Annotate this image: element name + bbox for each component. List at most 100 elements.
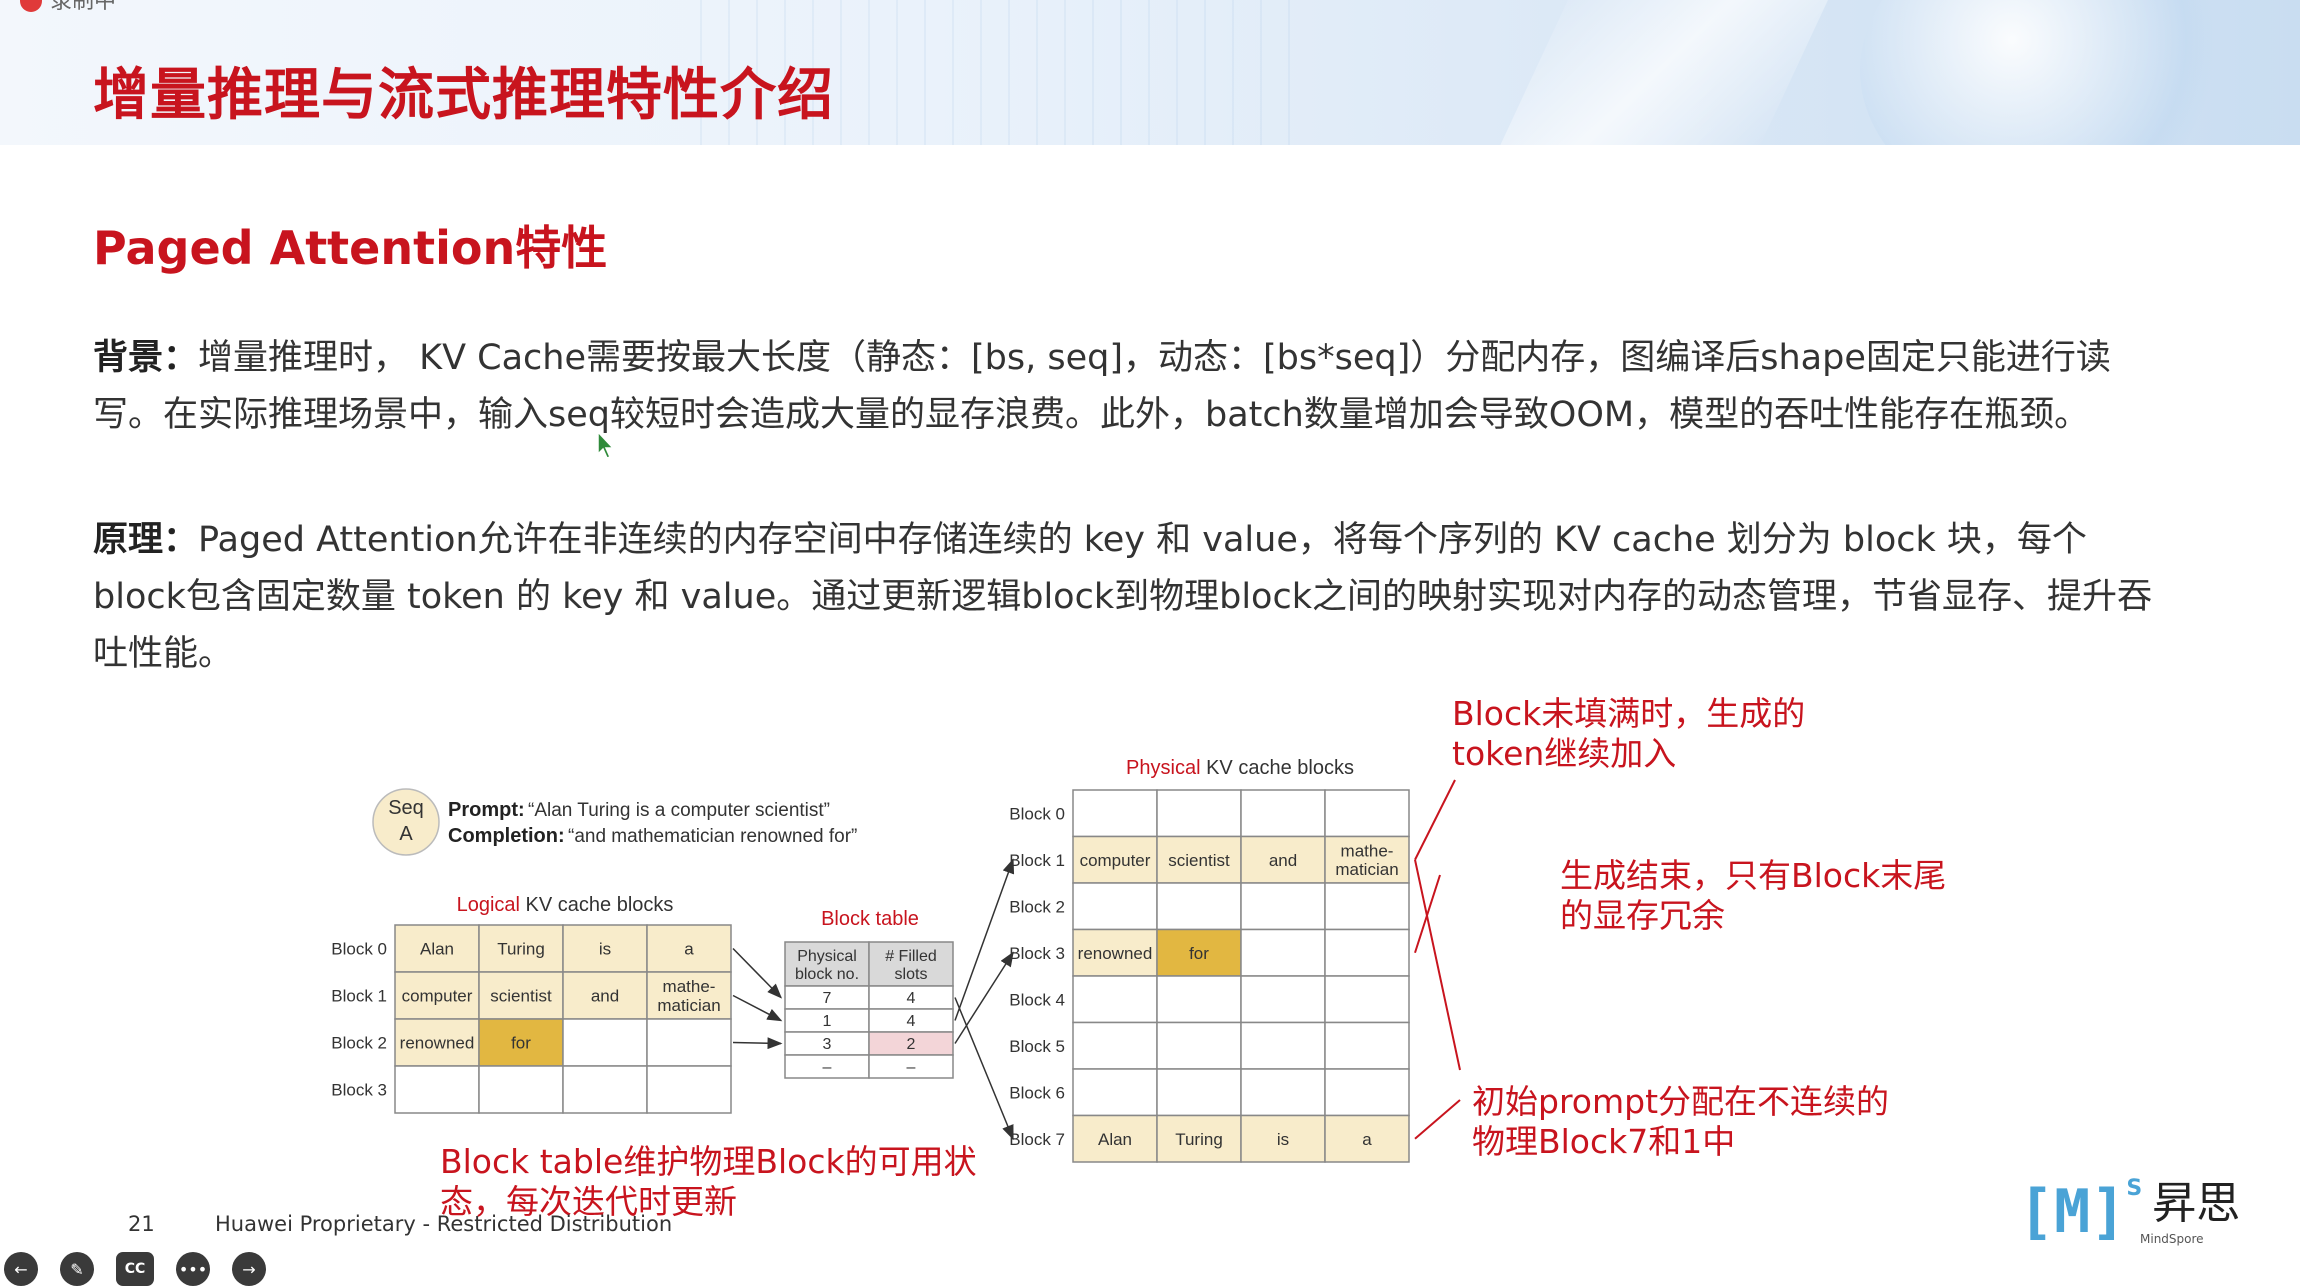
physical-cell	[1072, 928, 1158, 977]
physical-cell	[1072, 882, 1158, 931]
physical-cell	[1240, 1068, 1326, 1117]
pen-icon[interactable]: ✎	[60, 1252, 94, 1286]
physical-block-label: Block 4	[1009, 990, 1065, 1009]
logical-block-label: Block 0	[331, 940, 387, 959]
physical-cell	[1072, 975, 1158, 1024]
logical-cell	[646, 1018, 732, 1067]
record-icon	[20, 0, 42, 12]
physical-block-label: Block 0	[1009, 804, 1065, 823]
logical-cell-text: Alan	[420, 940, 454, 959]
logical-block-label: Block 3	[331, 1081, 387, 1100]
physical-cell	[1156, 789, 1242, 838]
physical-cell	[1072, 1068, 1158, 1117]
physical-cell	[1324, 882, 1410, 931]
forward-icon[interactable]: →	[232, 1252, 266, 1286]
prompt-text: “Alan Turing is a computer scientist”	[528, 800, 830, 821]
physical-cell-text: for	[1189, 944, 1209, 963]
note-line: Block table维护物理Block的可用状	[440, 1142, 977, 1181]
physical-block-label: Block 6	[1009, 1083, 1065, 1102]
logical-cell	[646, 1065, 732, 1114]
physical-cell	[1324, 928, 1410, 977]
logical-cell	[478, 1065, 564, 1114]
note-line: 态，每次迭代时更新	[440, 1182, 737, 1221]
physical-block-label: Block 1	[1009, 851, 1065, 870]
physical-cell-text: renowned	[1078, 944, 1153, 963]
block-table-cell-text: –	[823, 1059, 832, 1076]
logical-cell	[562, 924, 648, 973]
captions-icon[interactable]: CC	[116, 1252, 154, 1286]
physical-cell-text: and	[1269, 851, 1297, 870]
logical-cell	[562, 1065, 648, 1114]
physical-cell-text: Alan	[1098, 1130, 1132, 1149]
physical-cell	[1240, 1021, 1326, 1070]
physical-cell	[1324, 975, 1410, 1024]
physical-block-label: Block 2	[1009, 897, 1065, 916]
seq-label: A	[399, 823, 413, 845]
physical-cell	[1156, 928, 1242, 977]
logical-cell	[562, 971, 648, 1020]
physical-cell-text: mathe-matician	[1335, 841, 1398, 879]
block-table-cell-text: 2	[907, 1036, 916, 1053]
more-icon[interactable]: •••	[176, 1252, 210, 1286]
mapping-arrow	[954, 858, 1015, 1021]
physical-cell	[1240, 835, 1326, 884]
mapping-arrow	[732, 1037, 783, 1050]
physical-cell	[1072, 789, 1158, 838]
physical-cell	[1240, 928, 1326, 977]
presentation-toolbar: ← ✎ CC ••• →	[0, 1252, 266, 1286]
physical-cell	[1324, 835, 1410, 884]
logical-cell-text: scientist	[490, 987, 552, 1006]
block-table-header-cell	[868, 941, 954, 987]
mapping-arrow	[954, 997, 1014, 1141]
mindspore-logo: [M] S 昇思 MindSpore	[2018, 1176, 2241, 1246]
mapping-arrow	[732, 947, 783, 999]
physical-cell	[1240, 882, 1326, 931]
mapping-arrow	[954, 951, 1014, 1044]
physical-cell	[1240, 789, 1326, 838]
seq-label: Seq	[388, 797, 424, 819]
note-line: 物理Block7和1中	[1472, 1122, 1736, 1161]
physical-cell-text: computer	[1080, 851, 1151, 870]
background-paragraph: 背景：增量推理时， KV Cache需要按最大长度（静态：[bs, seq]，动…	[93, 330, 2153, 444]
mouse-cursor-icon	[597, 430, 615, 459]
header-decoration	[700, 0, 1300, 145]
header-decoration	[1860, 0, 2240, 145]
logical-cell-text: Turing	[497, 940, 545, 959]
recording-indicator: 录制中	[0, 0, 116, 14]
note-generation-end: 生成结束，只有Block末尾 的显存冗余	[1560, 856, 1946, 936]
note-block-table: Block table维护物理Block的可用状 态，每次迭代时更新	[440, 1142, 977, 1222]
header-band	[0, 0, 2300, 145]
physical-block-label: Block 7	[1009, 1130, 1065, 1149]
principle-text: Paged Attention允许在非连续的内存空间中存储连续的 key 和 v…	[93, 520, 2152, 674]
page-number: 21	[128, 1212, 155, 1236]
principle-label: 原理：	[93, 520, 199, 560]
block-table-cell-text: 7	[823, 990, 832, 1007]
physical-cell	[1324, 1114, 1410, 1163]
recording-label: 录制中	[50, 0, 117, 14]
note-line: token继续加入	[1452, 734, 1677, 773]
note-unfilled-block: Block未填满时，生成的 token继续加入	[1452, 694, 1805, 774]
completion-label: Completion:	[448, 825, 565, 847]
physical-cell	[1072, 1021, 1158, 1070]
block-table-cell-text: –	[907, 1059, 916, 1076]
logical-cell-text: mathe-matician	[657, 977, 720, 1015]
section-title: Paged Attention特性	[93, 221, 608, 275]
back-icon[interactable]: ←	[4, 1252, 38, 1286]
physical-cell	[1156, 975, 1242, 1024]
physical-cell	[1240, 975, 1326, 1024]
physical-cell-text: Turing	[1175, 1130, 1223, 1149]
logical-cell	[394, 1065, 480, 1114]
logical-cell	[646, 971, 732, 1020]
physical-cell-text: is	[1277, 1130, 1289, 1149]
seq-circle	[372, 788, 440, 856]
logo-cn: 昇思	[2152, 1178, 2241, 1229]
logical-cell	[394, 1018, 480, 1067]
background-label: 背景：	[93, 338, 199, 378]
logical-cell	[562, 1018, 648, 1067]
physical-cell	[1156, 1068, 1242, 1117]
block-table-cell-text: 3	[823, 1036, 832, 1053]
note-line: 的显存冗余	[1560, 896, 1725, 935]
block-table-title: Block table	[821, 908, 919, 930]
